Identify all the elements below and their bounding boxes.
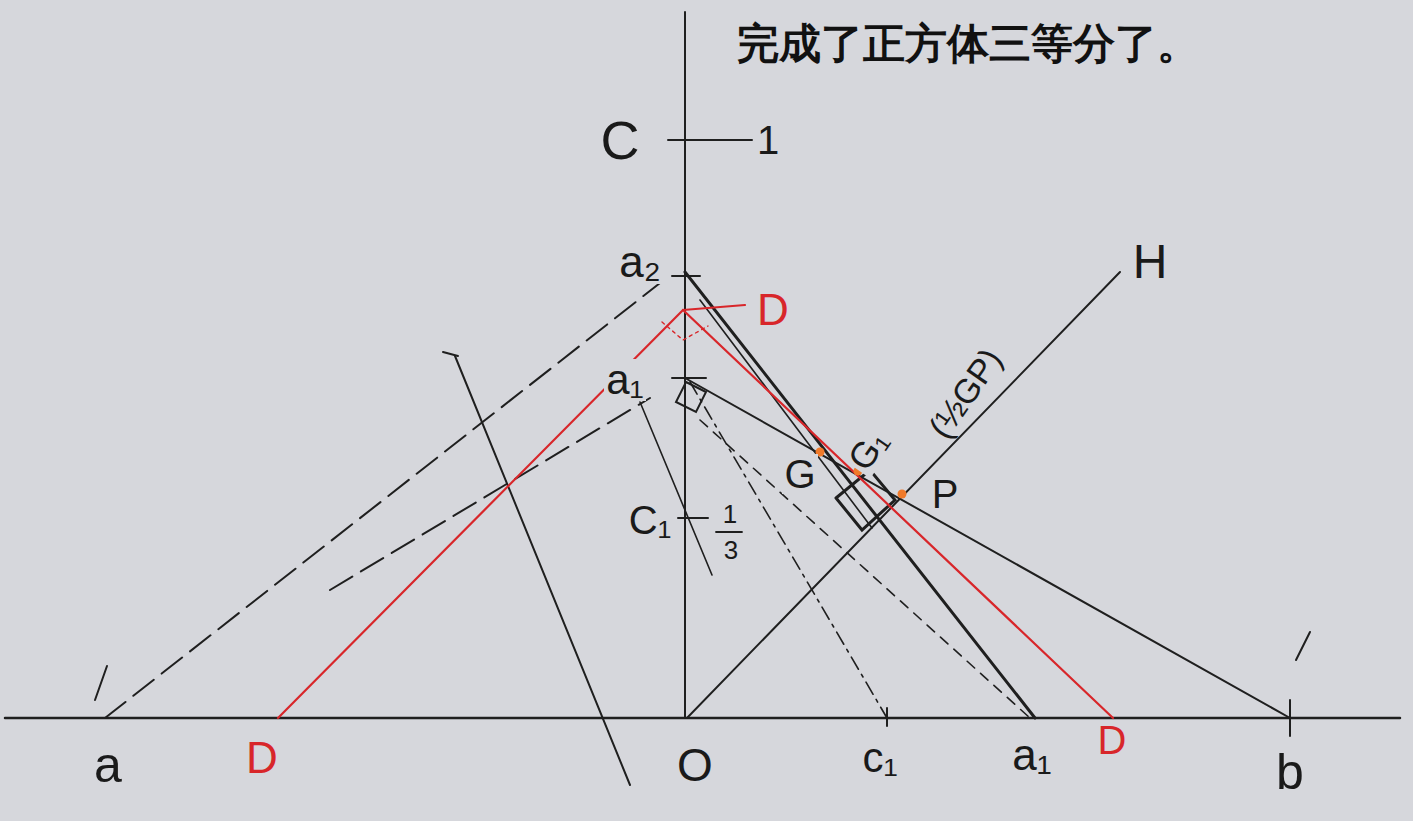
tick [678, 517, 708, 519]
dashed-line [330, 398, 650, 590]
line-OH [687, 272, 1120, 718]
point-label: a₁ [1010, 733, 1053, 777]
point-label: a [92, 740, 124, 790]
red-angle-mark [662, 322, 708, 340]
point-label: D [244, 736, 280, 780]
point-marker [898, 490, 907, 499]
point-label: 1 [721, 501, 739, 527]
construction-line [455, 356, 630, 785]
red-pointer [683, 305, 745, 310]
point-label: a₂ [617, 240, 663, 284]
point-label: P [930, 474, 961, 514]
construction-line [700, 300, 872, 528]
tick [443, 352, 458, 356]
x-axis [5, 717, 1400, 720]
construction-line [640, 402, 712, 575]
point-label: c₁ [860, 737, 899, 779]
tick [1296, 632, 1310, 660]
point-label: G [782, 454, 817, 494]
point-label: G₁ [841, 422, 896, 479]
point-label: H [1131, 238, 1170, 286]
tick [95, 666, 107, 700]
point-label: 1 [755, 120, 781, 160]
point-label: C₁ [627, 500, 673, 540]
point-label: a₁ [604, 359, 646, 401]
point-label: C [599, 113, 642, 167]
segment-bracket [836, 470, 895, 530]
point-label: D [1096, 720, 1129, 760]
tick [668, 139, 752, 141]
heading-note: 完成了正方体三等分了。 [735, 23, 1201, 65]
point-label: b [1274, 747, 1306, 797]
red-line [278, 310, 1113, 718]
point-label: 3 [722, 537, 740, 563]
fraction-bar [716, 531, 742, 533]
tick [672, 377, 706, 379]
point-label: O [675, 742, 715, 788]
construction-line [685, 272, 1035, 718]
construction-line [685, 378, 1290, 718]
point-label: (½GP) [921, 341, 1009, 446]
y-axis [684, 12, 686, 718]
point-label: D [755, 288, 791, 332]
dashed-line [700, 420, 1030, 718]
right-angle-mark [676, 382, 706, 412]
